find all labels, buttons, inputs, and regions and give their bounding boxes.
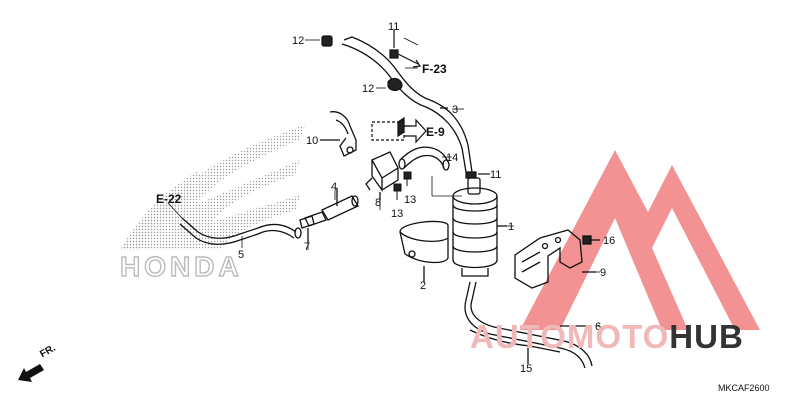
label-part-7: 7 <box>304 241 310 253</box>
label-part-10: 10 <box>306 135 318 147</box>
label-part-1: 1 <box>508 221 514 233</box>
honda-logo-text: HONDA <box>120 251 243 282</box>
ref-label-e9: E-9 <box>426 125 445 139</box>
part-joint <box>299 215 315 242</box>
part-bolts <box>393 171 412 200</box>
part-bracket-small <box>320 111 357 157</box>
label-part-13-right: 13 <box>404 194 416 206</box>
leader-lines <box>167 37 600 364</box>
label-part-11-right: 11 <box>490 169 501 181</box>
part-clamps <box>321 30 490 179</box>
reference-labels: F-23 E-9 E-22 <box>156 62 447 206</box>
label-part-5: 5 <box>238 249 244 261</box>
ref-label-f23: F-23 <box>422 62 447 76</box>
watermark-text: AUTOMOTOHUB <box>470 318 744 356</box>
part-purge-valve <box>365 151 399 200</box>
watermark-hub: HUB <box>669 318 744 355</box>
label-part-13-left: 13 <box>391 208 403 220</box>
watermark-triangle-logo <box>520 150 760 330</box>
label-part-16: 16 <box>603 235 615 247</box>
honda-wing-logo <box>120 125 305 250</box>
part-hose-short <box>398 146 450 171</box>
label-part-4: 4 <box>331 181 337 193</box>
label-part-2: 2 <box>420 280 426 292</box>
label-part-15: 15 <box>520 363 532 375</box>
label-part-14: 14 <box>446 152 458 164</box>
part-tube-upper <box>341 36 473 173</box>
reference-arrow-f23 <box>397 53 422 68</box>
label-part-8: 8 <box>375 197 381 209</box>
reference-arrow-e9 <box>371 118 427 144</box>
part-bracket-right <box>514 229 600 289</box>
label-part-12-top: 12 <box>292 35 304 47</box>
part-solenoid <box>304 188 359 227</box>
part-band <box>399 220 449 282</box>
label-part-3: 3 <box>452 104 458 116</box>
front-direction-arrow <box>18 364 44 382</box>
label-part-11-top: 11 <box>388 21 399 33</box>
ref-label-e22: E-22 <box>156 192 182 206</box>
label-part-6: 6 <box>595 321 601 333</box>
watermark-moto: MOTO <box>566 318 670 355</box>
drawing-code: MKCAF2600 <box>718 383 770 393</box>
part-canister <box>452 177 507 277</box>
watermark-auto: AUTO <box>470 318 567 355</box>
label-part-12-mid: 12 <box>362 83 374 95</box>
part-number-labels: 1 2 3 4 5 6 7 8 9 10 11 11 12 12 13 13 1… <box>238 21 615 375</box>
part-tube-left <box>179 217 302 245</box>
label-part-9: 9 <box>600 267 606 279</box>
